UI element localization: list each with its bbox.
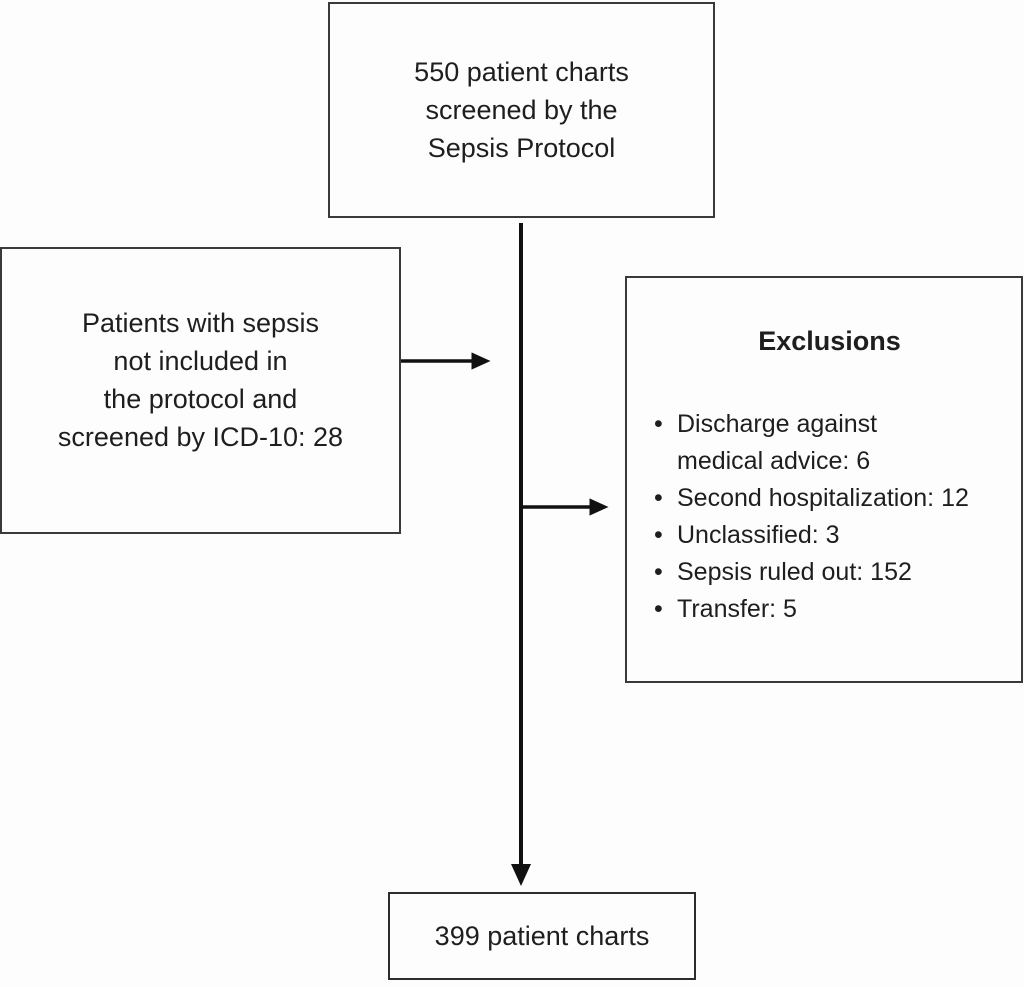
node-screened-charts: 550 patient charts screened by the Sepsi… (328, 2, 715, 218)
node-screened-line: 550 patient charts (414, 57, 629, 87)
exclusion-item: Transfer: 5 (654, 591, 1005, 628)
exclusion-item: Discharge against medical advice: 6 (654, 406, 1005, 480)
exclusions-title: Exclusions (758, 326, 901, 356)
node-icd10-line: Patients with sepsis (81, 307, 320, 338)
node-final-charts: 399 patient charts (388, 892, 696, 980)
exclusions-list: Discharge against medical advice: 6 Seco… (654, 406, 1005, 628)
exclusion-item: Second hospitalization: 12 (654, 480, 1005, 517)
node-exclusions: Exclusions Discharge against medical adv… (625, 276, 1023, 683)
node-icd10-line: screened by ICD-10: 28 (57, 421, 344, 452)
node-screened-line: Sepsis Protocol (427, 133, 616, 163)
node-icd10-line: the protocol and (103, 383, 298, 414)
node-icd10-line: not included in (113, 345, 288, 376)
node-icd10-patients: Patients with sepsis not included in the… (0, 247, 401, 534)
node-screened-line: screened by the (425, 95, 618, 125)
exclusion-item: Sepsis ruled out: 152 (654, 554, 1005, 591)
exclusion-item: Unclassified: 3 (654, 517, 1005, 554)
node-final-line: 399 patient charts (434, 921, 650, 951)
